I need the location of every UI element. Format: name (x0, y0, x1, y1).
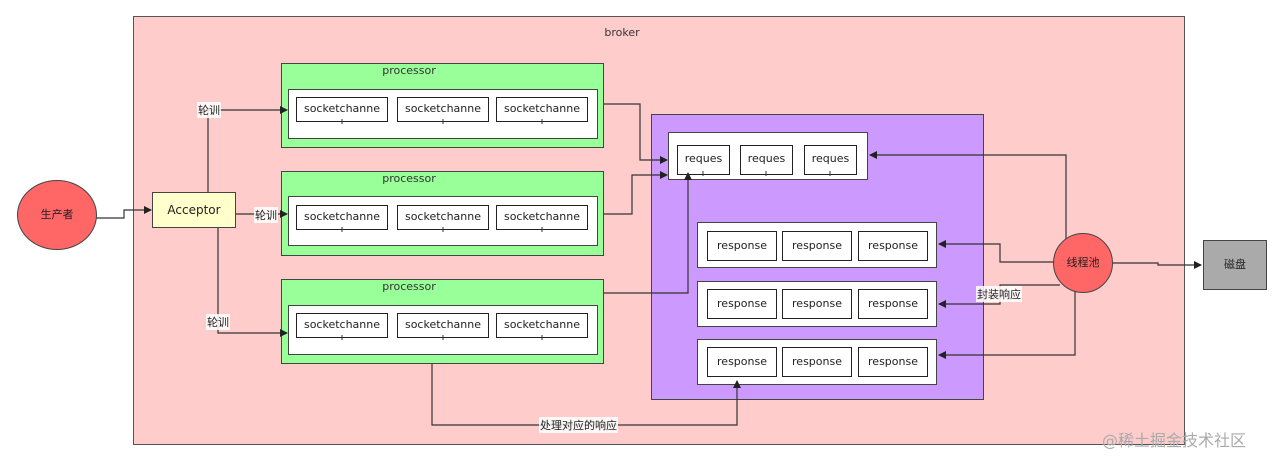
response-item: response (707, 289, 777, 319)
response-item: response (782, 289, 852, 319)
socket-channel: socketchanne (397, 205, 489, 230)
edge-label-poll-bottom: 轮训 (206, 314, 230, 330)
acceptor-node: Acceptor (152, 192, 236, 228)
response-item: response (858, 231, 928, 261)
response-item: response (858, 289, 928, 319)
processor-2-title: processor (382, 172, 436, 185)
processor-1-title: processor (382, 64, 436, 77)
edge-label-poll-middle: 轮训 (254, 207, 278, 223)
producer-node: 生产者 (17, 180, 97, 250)
response-item: response (707, 347, 777, 377)
request-item: reques (677, 145, 730, 175)
processor-3-title: processor (382, 280, 436, 293)
edge-label-wrap-response: 封装响应 (976, 286, 1022, 302)
watermark: @稀土掘金技术社区 (1102, 431, 1247, 450)
response-item: response (707, 231, 777, 261)
response-item: response (858, 347, 928, 377)
request-item: reques (804, 145, 857, 175)
socket-channel: socketchanne (296, 205, 388, 230)
response-item: response (782, 231, 852, 261)
thread-pool-node: 线程池 (1053, 233, 1113, 293)
disk-node: 磁盘 (1203, 240, 1267, 290)
edge-label-handle-response: 处理对应的响应 (539, 417, 618, 433)
edge-label-poll-top: 轮训 (197, 102, 221, 118)
socket-channel: socketchanne (496, 97, 588, 122)
response-item: response (782, 347, 852, 377)
broker-title: broker (604, 26, 640, 39)
